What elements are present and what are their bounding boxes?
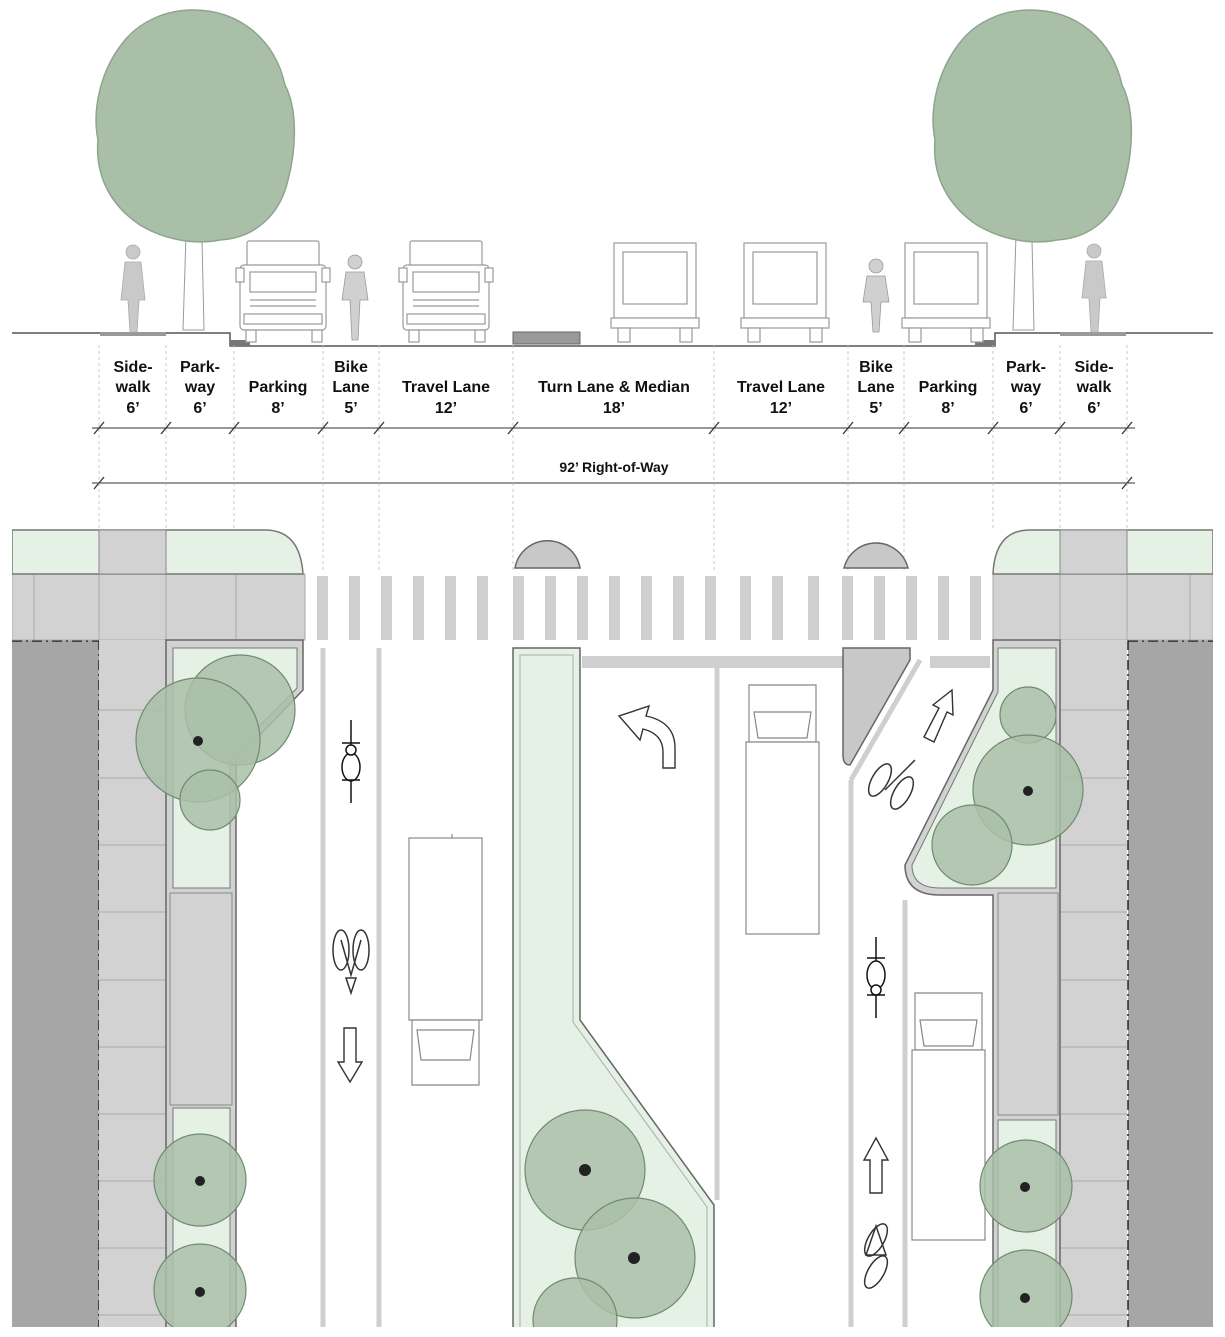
segment-label-line1: Side- bbox=[113, 359, 152, 376]
segment-label-line2: Travel Lane bbox=[402, 379, 490, 396]
segment-label-line2: walk bbox=[1076, 379, 1112, 396]
segment-label-line2: Lane bbox=[857, 379, 894, 396]
segment-label-line2: Turn Lane & Median bbox=[538, 379, 690, 396]
segment-label-line2: Parking bbox=[249, 379, 308, 396]
dimension-lines bbox=[92, 421, 1135, 490]
segment-width: 6’ bbox=[193, 400, 206, 417]
segment-label-line2: Lane bbox=[332, 379, 369, 396]
segment-width: 12’ bbox=[435, 400, 457, 417]
cyclist-icon bbox=[341, 720, 361, 803]
truck-icon bbox=[901, 242, 991, 343]
building-left bbox=[12, 640, 99, 1328]
cyclist-icon bbox=[862, 258, 890, 333]
bike-symbol-icon bbox=[867, 759, 916, 810]
segment-width: 5’ bbox=[869, 400, 882, 417]
tree-icon bbox=[153, 1243, 247, 1328]
truck-icon bbox=[610, 242, 700, 343]
segment-width: 5’ bbox=[344, 400, 357, 417]
straight-arrow-icon bbox=[862, 1136, 890, 1194]
bike-symbol-icon bbox=[863, 1223, 889, 1289]
segment-width: 8’ bbox=[271, 400, 284, 417]
segment-width: 6’ bbox=[126, 400, 139, 417]
segment-width: 6’ bbox=[1087, 400, 1100, 417]
bike-symbol-icon bbox=[332, 929, 370, 996]
truck-icon bbox=[408, 834, 483, 1086]
section-view bbox=[12, 9, 1213, 347]
sidewalk-right bbox=[1060, 640, 1127, 1328]
segment-label-line1: Park- bbox=[180, 359, 220, 376]
truck-icon bbox=[740, 242, 830, 343]
building-right bbox=[1128, 640, 1213, 1328]
segment-label-line2: Travel Lane bbox=[737, 379, 825, 396]
truck-icon bbox=[745, 684, 820, 935]
plan-view bbox=[12, 529, 1213, 1328]
straight-arrow-icon bbox=[923, 688, 954, 743]
tree-icon bbox=[932, 9, 1133, 331]
crosswalk bbox=[317, 576, 981, 640]
segment-label-line2: way bbox=[184, 379, 215, 396]
segment-labels: Side- walk 6’ Park- way 6’ Parking 8’ Bi… bbox=[113, 359, 1113, 417]
segment-label-line2: way bbox=[1010, 379, 1041, 396]
tree-icon bbox=[931, 686, 1084, 886]
segment-label-line2: walk bbox=[115, 379, 151, 396]
straight-arrow-icon bbox=[336, 1027, 364, 1084]
right-of-way-label: 92’ Right-of-Way bbox=[559, 459, 668, 475]
segment-width: 12’ bbox=[770, 400, 792, 417]
segment-label-line1: Bike bbox=[334, 359, 368, 376]
turn-arrow-icon bbox=[617, 704, 676, 769]
cyclist-icon bbox=[866, 937, 886, 1018]
segment-label-line1: Side- bbox=[1074, 359, 1113, 376]
extension-lines bbox=[98, 345, 1128, 570]
truck-icon bbox=[911, 992, 986, 1241]
segment-width: 18’ bbox=[603, 400, 625, 417]
truck-icon bbox=[235, 240, 331, 343]
pedestrian-icon bbox=[120, 244, 146, 333]
segment-label-line2: Parking bbox=[919, 379, 978, 396]
segment-label-line1: Bike bbox=[859, 359, 893, 376]
segment-width: 8’ bbox=[941, 400, 954, 417]
truck-icon bbox=[398, 240, 494, 343]
pedestrian-icon bbox=[1081, 243, 1107, 333]
cyclist-icon bbox=[341, 254, 369, 341]
segment-width: 6’ bbox=[1019, 400, 1032, 417]
segment-label-line1: Park- bbox=[1006, 359, 1046, 376]
tree-icon bbox=[979, 1249, 1073, 1328]
tree-icon bbox=[95, 9, 296, 331]
